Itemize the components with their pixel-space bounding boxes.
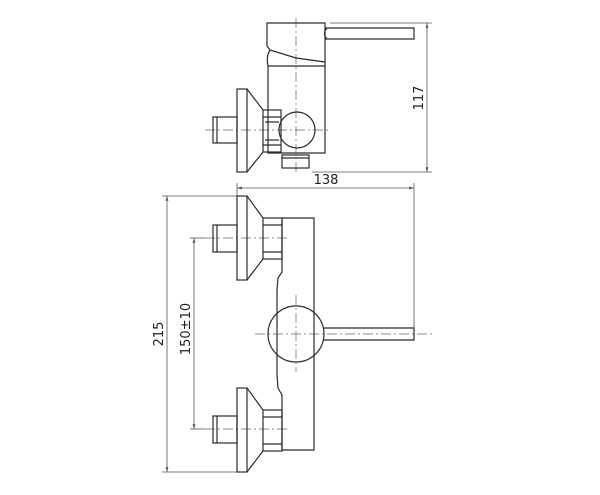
front-view: 215 150±10 [152,183,433,473]
ball-joint [278,111,316,149]
nut [262,109,282,153]
dimension-138: 138 [236,173,414,190]
lever-handle [323,27,415,40]
dimension-label-150: 150±10 [179,303,194,355]
dimension-150: 150±10 [179,237,205,430]
bottom-inlet [212,387,283,473]
dimension-215: 215 [152,195,237,473]
ball-joint-front [267,305,325,363]
dimension-117: 117 [312,22,432,173]
dimension-label-138: 138 [314,173,339,188]
side-view: 117 138 [205,18,432,190]
top-inlet [212,195,283,281]
wall-flange [236,88,264,173]
dimension-label-117: 117 [412,86,427,111]
inlet-stub [212,116,238,144]
mixer-body-front [276,217,315,451]
dimension-label-215: 215 [152,322,167,347]
mixer-body [266,49,326,154]
shower-outlet [281,154,310,169]
handle-cap [266,22,326,63]
lever-handle-front [323,327,415,341]
